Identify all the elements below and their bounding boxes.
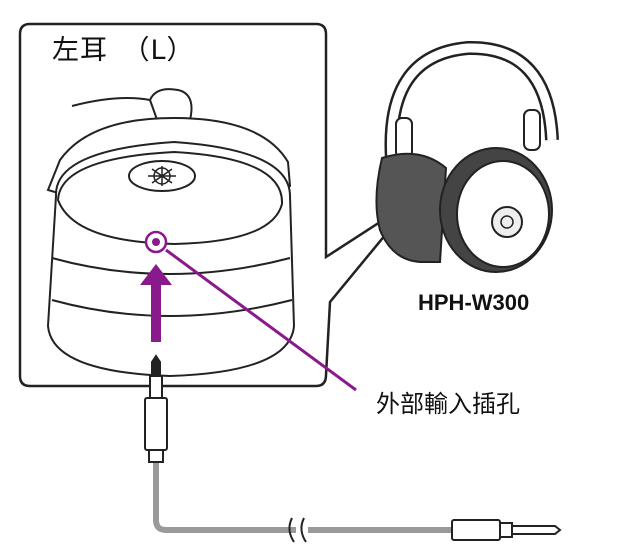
model-name-label: HPH-W300: [418, 290, 530, 315]
audio-cable: [153, 458, 452, 543]
external-input-jack: [144, 230, 168, 254]
left-ear-label: 左耳 （L）: [52, 35, 195, 66]
external-input-jack-label: 外部輸入插孔: [376, 390, 520, 418]
audio-plug-end: [451, 519, 562, 541]
insert-arrow: [140, 264, 172, 342]
callout-pointer-line: [165, 248, 357, 392]
headphones-illustration: [375, 40, 559, 273]
yamaha-tuning-fork-icon: [148, 166, 176, 186]
audio-jack-icon: [144, 354, 168, 463]
